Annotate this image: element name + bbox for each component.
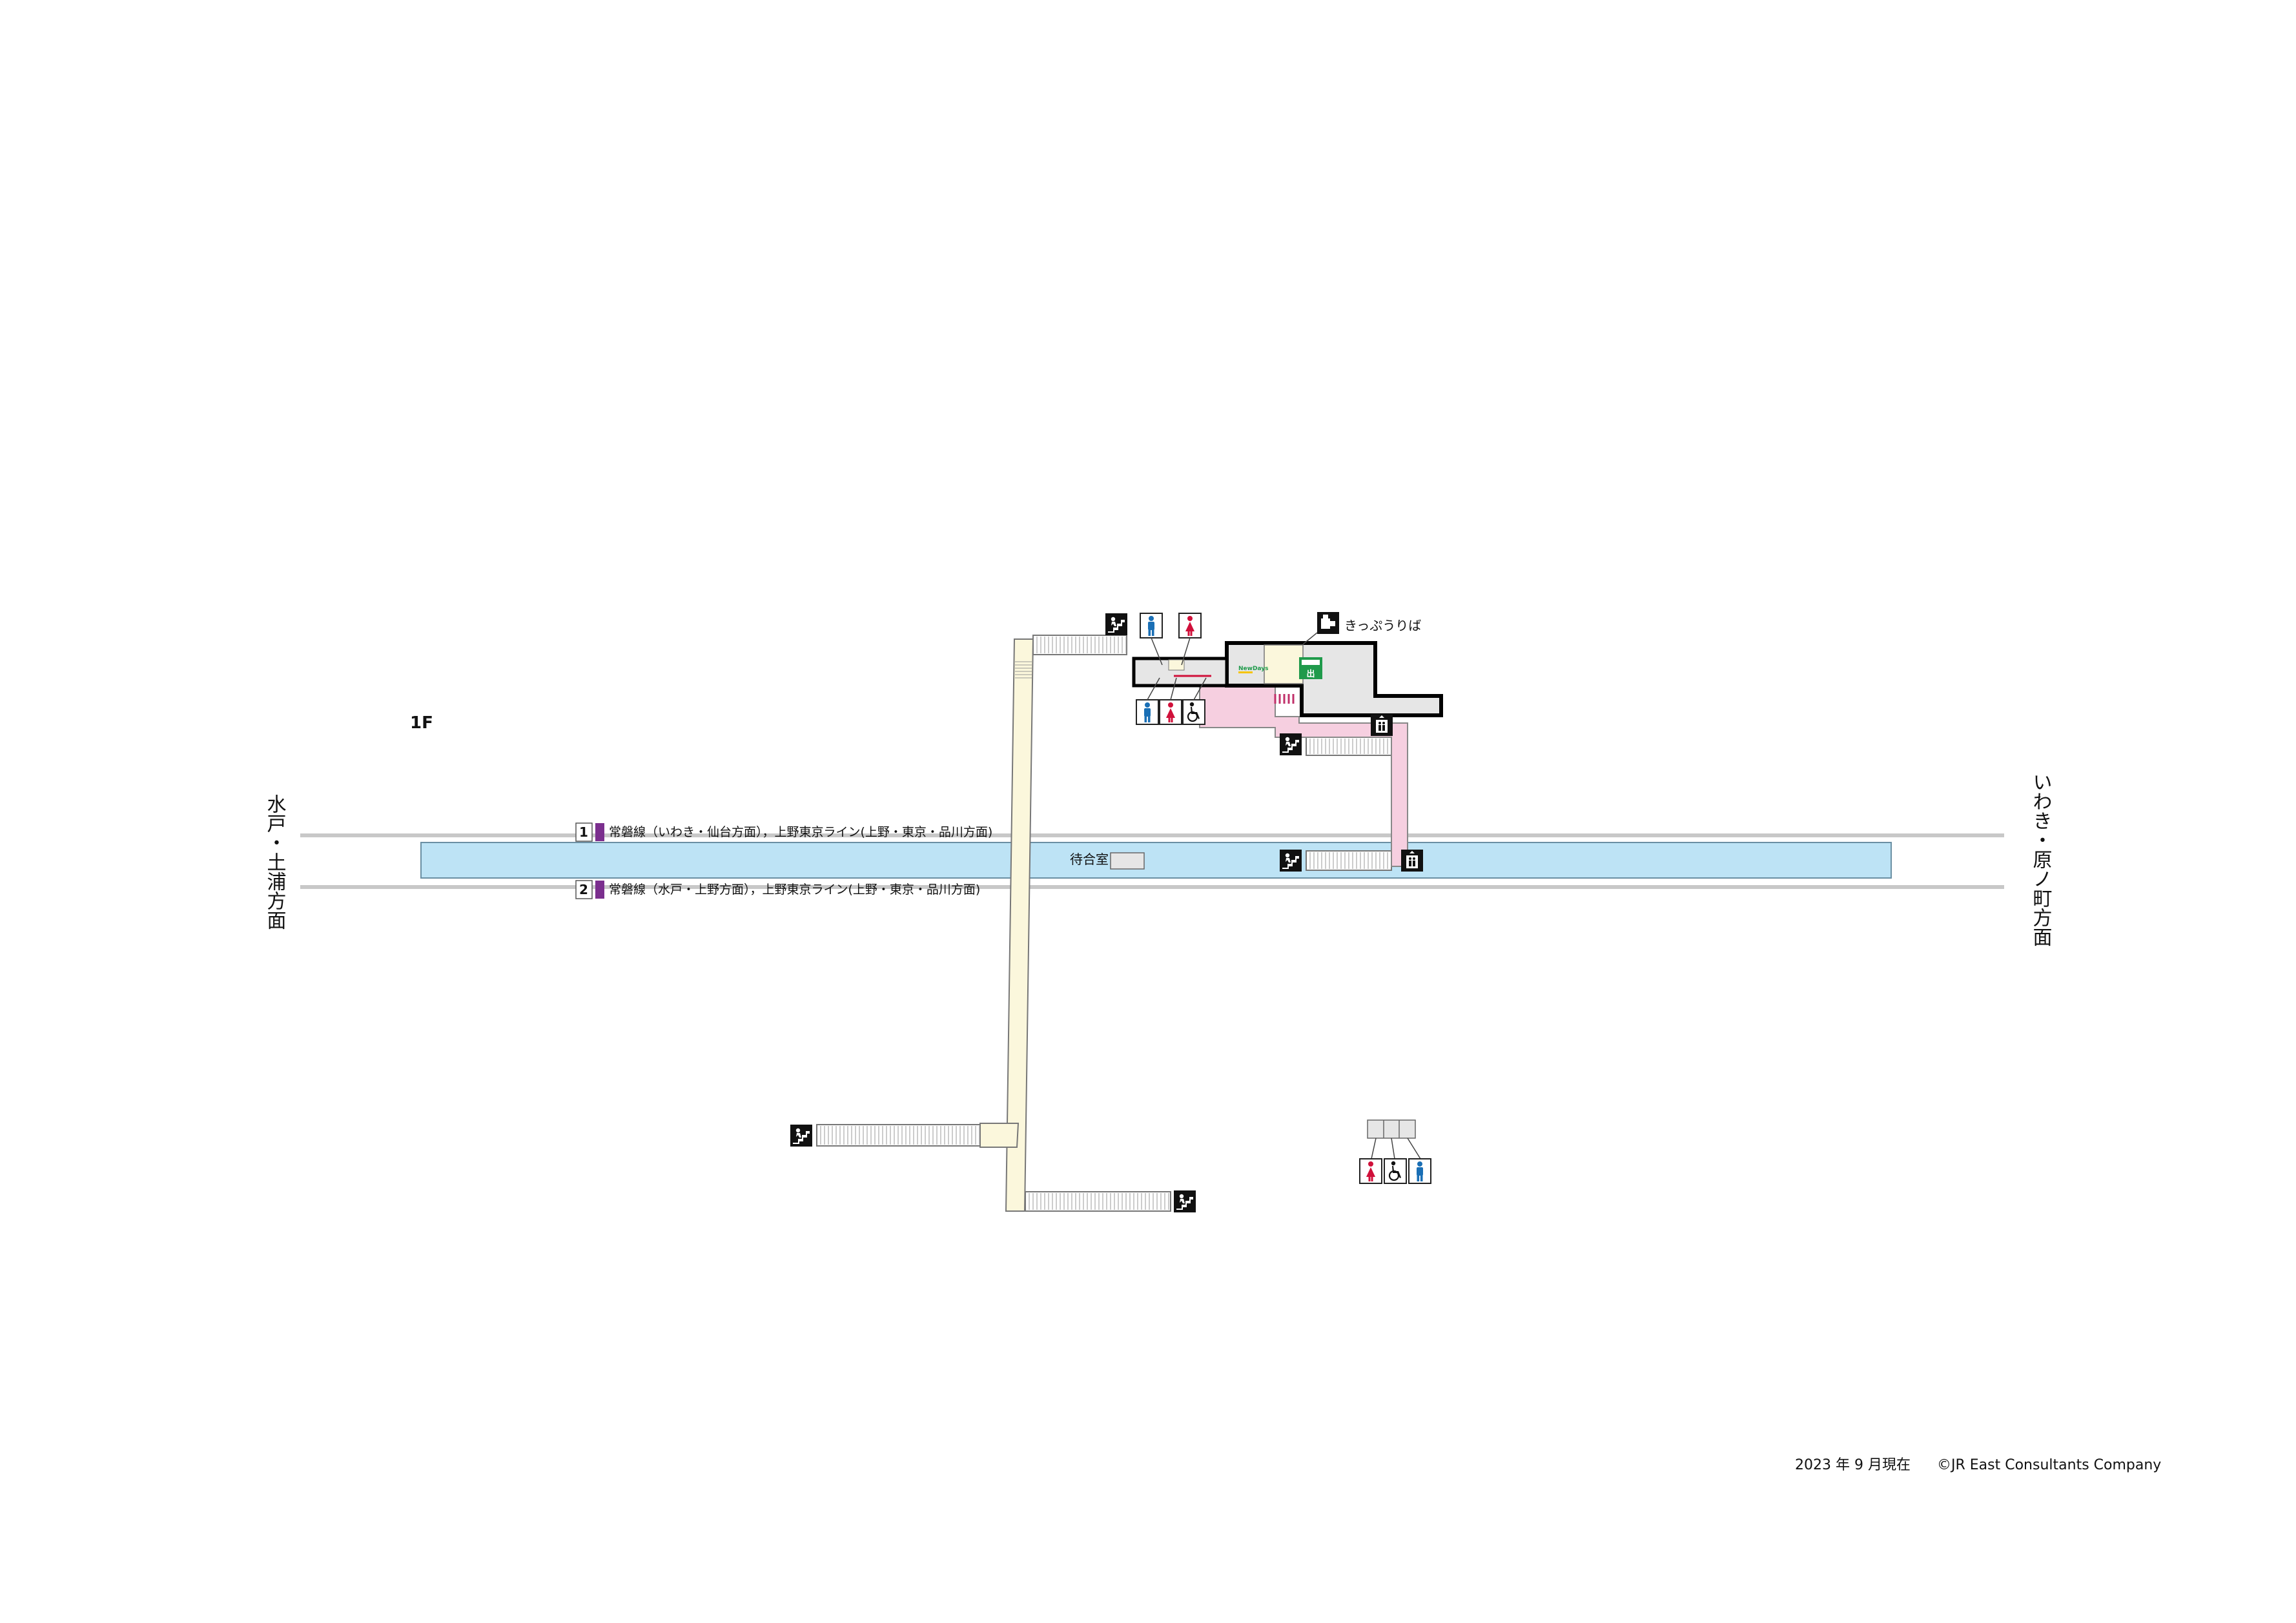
stairs-lower-west <box>816 1124 981 1147</box>
footbridge-top-marks <box>1015 661 1032 679</box>
store-area <box>1264 644 1304 684</box>
stairs-icon <box>1280 733 1302 755</box>
date-note: 2023 年 9 月現在 <box>1795 1457 1911 1473</box>
svg-text:常磐線（いわき・仙台方面），上野東京ライン(上野・東京・品川: 常磐線（いわき・仙台方面），上野東京ライン(上野・東京・品川方面) <box>609 825 992 839</box>
svg-text:出: 出 <box>1306 669 1315 679</box>
stairs-lower-east <box>1025 1191 1171 1212</box>
platform-1-label: 1 常磐線（いわき・仙台方面），上野東京ライン(上野・東京・品川方面) <box>575 822 992 842</box>
wheelchair-icon <box>1383 1158 1408 1185</box>
stairs-platform <box>1306 850 1392 871</box>
stairs-icon <box>1174 1190 1196 1212</box>
platform-2-label: 2 常磐線（水戸・上野方面），上野東京ライン(上野・東京・品川方面) <box>575 880 980 899</box>
footbridge-landing-lower <box>979 1123 1020 1148</box>
stairs-top-north <box>1032 635 1127 655</box>
stairs-icon <box>1105 613 1127 635</box>
stairs-concourse <box>1306 737 1392 756</box>
separate-toilet-block <box>1367 1119 1421 1159</box>
direction-left-label: 水戸・土浦方面 <box>263 794 286 930</box>
toilet-female-icon <box>1359 1158 1382 1184</box>
ticket-gate-marks <box>1274 694 1295 704</box>
ticket-office-label: きっぷうりば <box>1344 618 1421 633</box>
svg-text:NewDays: NewDays <box>1238 666 1268 672</box>
toilet-female-icon <box>1178 613 1202 638</box>
toilet-leader-lines <box>1147 637 1207 700</box>
direction-right-label: いわき・原ノ町方面 <box>2029 772 2052 946</box>
stairs-icon <box>1280 850 1302 872</box>
newdays-store-logo: NewDays <box>1238 666 1268 673</box>
stairs-icon <box>790 1125 812 1147</box>
island-platform <box>420 842 1892 879</box>
ticket-machine-icon <box>1317 612 1339 634</box>
waiting-room-label: 待合室 <box>1070 852 1109 867</box>
toilet-male-icon <box>1136 699 1159 725</box>
floor-label: 1F <box>410 713 433 733</box>
elevator-icon <box>1371 714 1393 736</box>
toilet-male-icon <box>1140 613 1163 638</box>
toilet-male-icon <box>1408 1158 1431 1184</box>
elevator-icon <box>1401 850 1423 872</box>
copyright: ©JR East Consultants Company <box>1937 1457 2161 1473</box>
exit-sign: 出 <box>1299 657 1322 679</box>
toilet-annex-inner <box>1168 659 1185 671</box>
ticket-leader-line <box>1302 632 1318 645</box>
waiting-room <box>1110 852 1145 870</box>
svg-text:2: 2 <box>579 882 588 897</box>
svg-text:常磐線（水戸・上野方面），上野東京ライン(上野・東京・品川方: 常磐線（水戸・上野方面），上野東京ライン(上野・東京・品川方面) <box>609 883 980 897</box>
svg-text:1: 1 <box>579 824 588 840</box>
wheelchair-icon <box>1182 699 1206 726</box>
toilet-female-icon <box>1159 699 1182 725</box>
